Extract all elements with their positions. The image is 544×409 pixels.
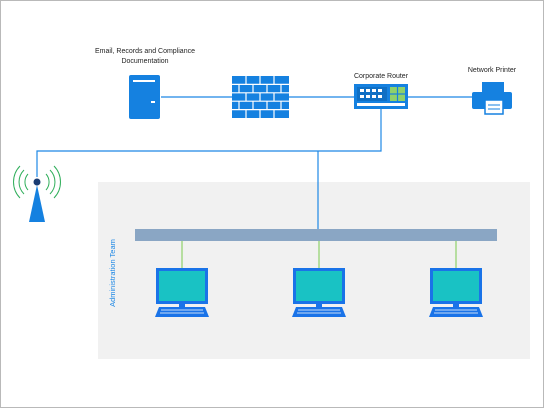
router-label: Corporate Router <box>354 73 409 80</box>
lan-drops <box>181 241 457 268</box>
server-label-line2: Documentation <box>121 58 168 65</box>
server-icon <box>129 75 160 119</box>
workstation-icon <box>292 268 346 317</box>
wireless-antenna-icon <box>13 165 61 222</box>
router-downlink <box>36 109 382 177</box>
router-icon <box>354 84 408 109</box>
workstation-icon <box>155 268 209 317</box>
firewall-icon <box>232 76 289 118</box>
printer-label: Network Printer <box>468 67 517 74</box>
printer-icon <box>472 82 512 115</box>
lan-bus <box>135 229 497 241</box>
workstation-icon <box>429 268 483 317</box>
server-label-line1: Email, Records and Compliance <box>95 48 195 55</box>
network-connectors <box>36 96 472 230</box>
team-label: Administration Team <box>108 239 117 307</box>
